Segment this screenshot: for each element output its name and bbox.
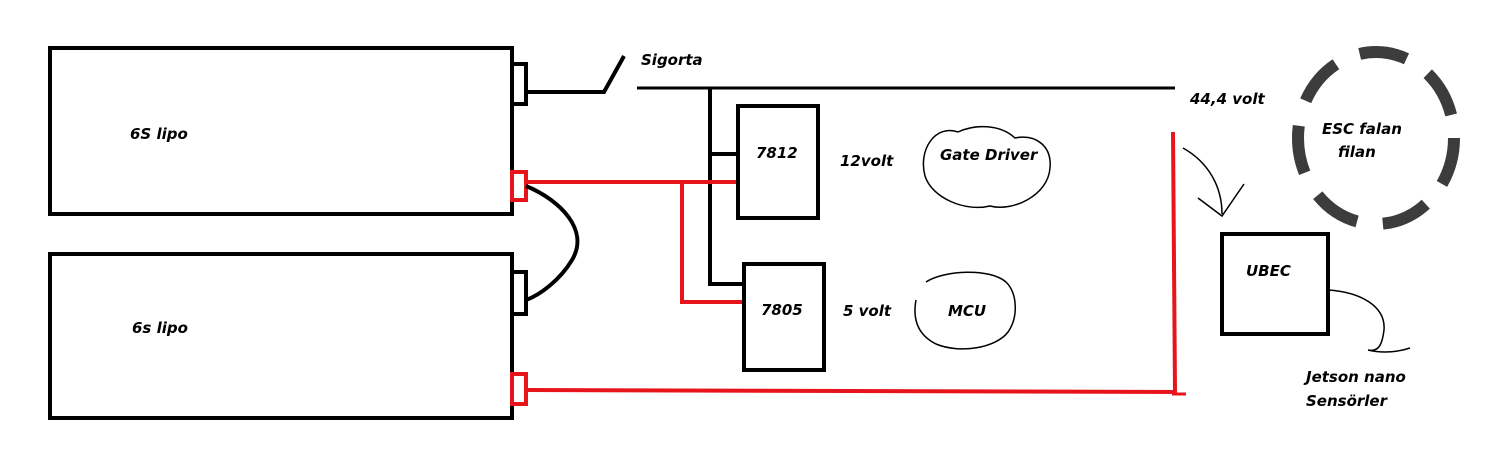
- ubec-output-wire: [1327, 289, 1411, 353]
- series-link-wire: [525, 184, 580, 302]
- regulator-7805-voltage: 5 volt: [843, 302, 892, 320]
- ubec-label: UBEC: [1246, 262, 1291, 280]
- ubec-feed-arrow: [1182, 147, 1245, 218]
- ubec-block: UBEC: [1220, 232, 1330, 336]
- regulator-7812: 7812: [736, 104, 820, 220]
- battery-bottom-positive-terminal: [510, 270, 528, 316]
- battery-bottom: 6s lipo: [48, 252, 528, 420]
- battery-top-negative-terminal: [510, 170, 528, 202]
- regulator-supply-wire: [708, 88, 744, 286]
- battery-top-positive-terminal: [510, 62, 528, 106]
- battery-top: 6S lipo: [48, 46, 528, 216]
- battery-bottom-negative-terminal: [510, 372, 528, 406]
- gate-driver-cloud: Gate Driver: [922, 125, 1051, 209]
- regulator-7812-label: 7812: [756, 144, 798, 162]
- battery-bottom-label: 6s lipo: [132, 319, 188, 337]
- mcu-label: MCU: [948, 302, 986, 320]
- regulator-7805-label: 7805: [761, 301, 803, 319]
- gate-driver-label: Gate Driver: [940, 146, 1039, 164]
- outputs-label-line1: Jetson nano: [1303, 368, 1406, 386]
- ground-wire-bottom: [525, 131, 1178, 395]
- esc-label-line1: ESC falan: [1322, 120, 1402, 138]
- regulator-7812-voltage: 12volt: [840, 152, 894, 170]
- main-voltage-label: 44,4 volt: [1189, 90, 1265, 108]
- fuse-label: Sigorta: [641, 51, 703, 69]
- esc-block: ESC falan filan: [1292, 46, 1460, 230]
- battery-top-label: 6S lipo: [130, 125, 188, 143]
- esc-label-line2: filan: [1338, 143, 1376, 161]
- mcu-cloud: MCU: [914, 271, 1016, 350]
- fuse-input-wire: [526, 55, 626, 94]
- esc-outline: [1292, 46, 1460, 230]
- outputs-label-line2: Sensörler: [1306, 392, 1389, 410]
- regulator-7805: 7805: [742, 262, 826, 372]
- ground-wire-top: [526, 180, 744, 304]
